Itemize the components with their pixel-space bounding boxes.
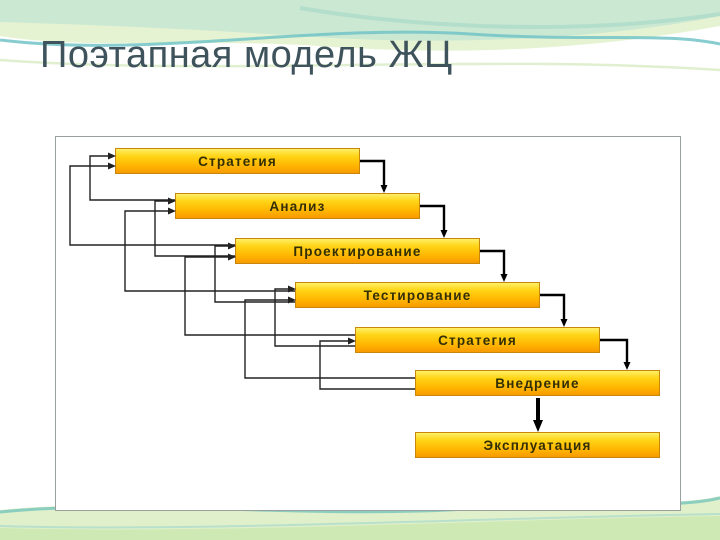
bottom-wave-inner-band [0,516,720,540]
stage-label: Эксплуатация [483,437,592,453]
stage-label: Внедрение [495,375,580,391]
stage-label: Тестирование [363,287,472,303]
stage-box-deployment: Внедрение [415,370,660,396]
slide-title: Поэтапная модель ЖЦ [40,34,453,76]
stage-box-strategy-1: Стратегия [115,148,360,174]
top-wave-accent [299,6,720,29]
bottom-wave-accent [0,513,720,529]
stage-label: Проектирование [293,243,422,259]
stage-label: Стратегия [438,332,517,348]
stage-box-analysis: Анализ [175,193,420,219]
stage-box-operation: Эксплуатация [415,432,660,458]
stage-label: Стратегия [198,153,277,169]
stage-box-design: Проектирование [235,238,480,264]
stage-box-strategy-2: Стратегия [355,327,600,353]
stage-label: Анализ [269,198,326,214]
stage-box-testing: Тестирование [295,282,540,308]
